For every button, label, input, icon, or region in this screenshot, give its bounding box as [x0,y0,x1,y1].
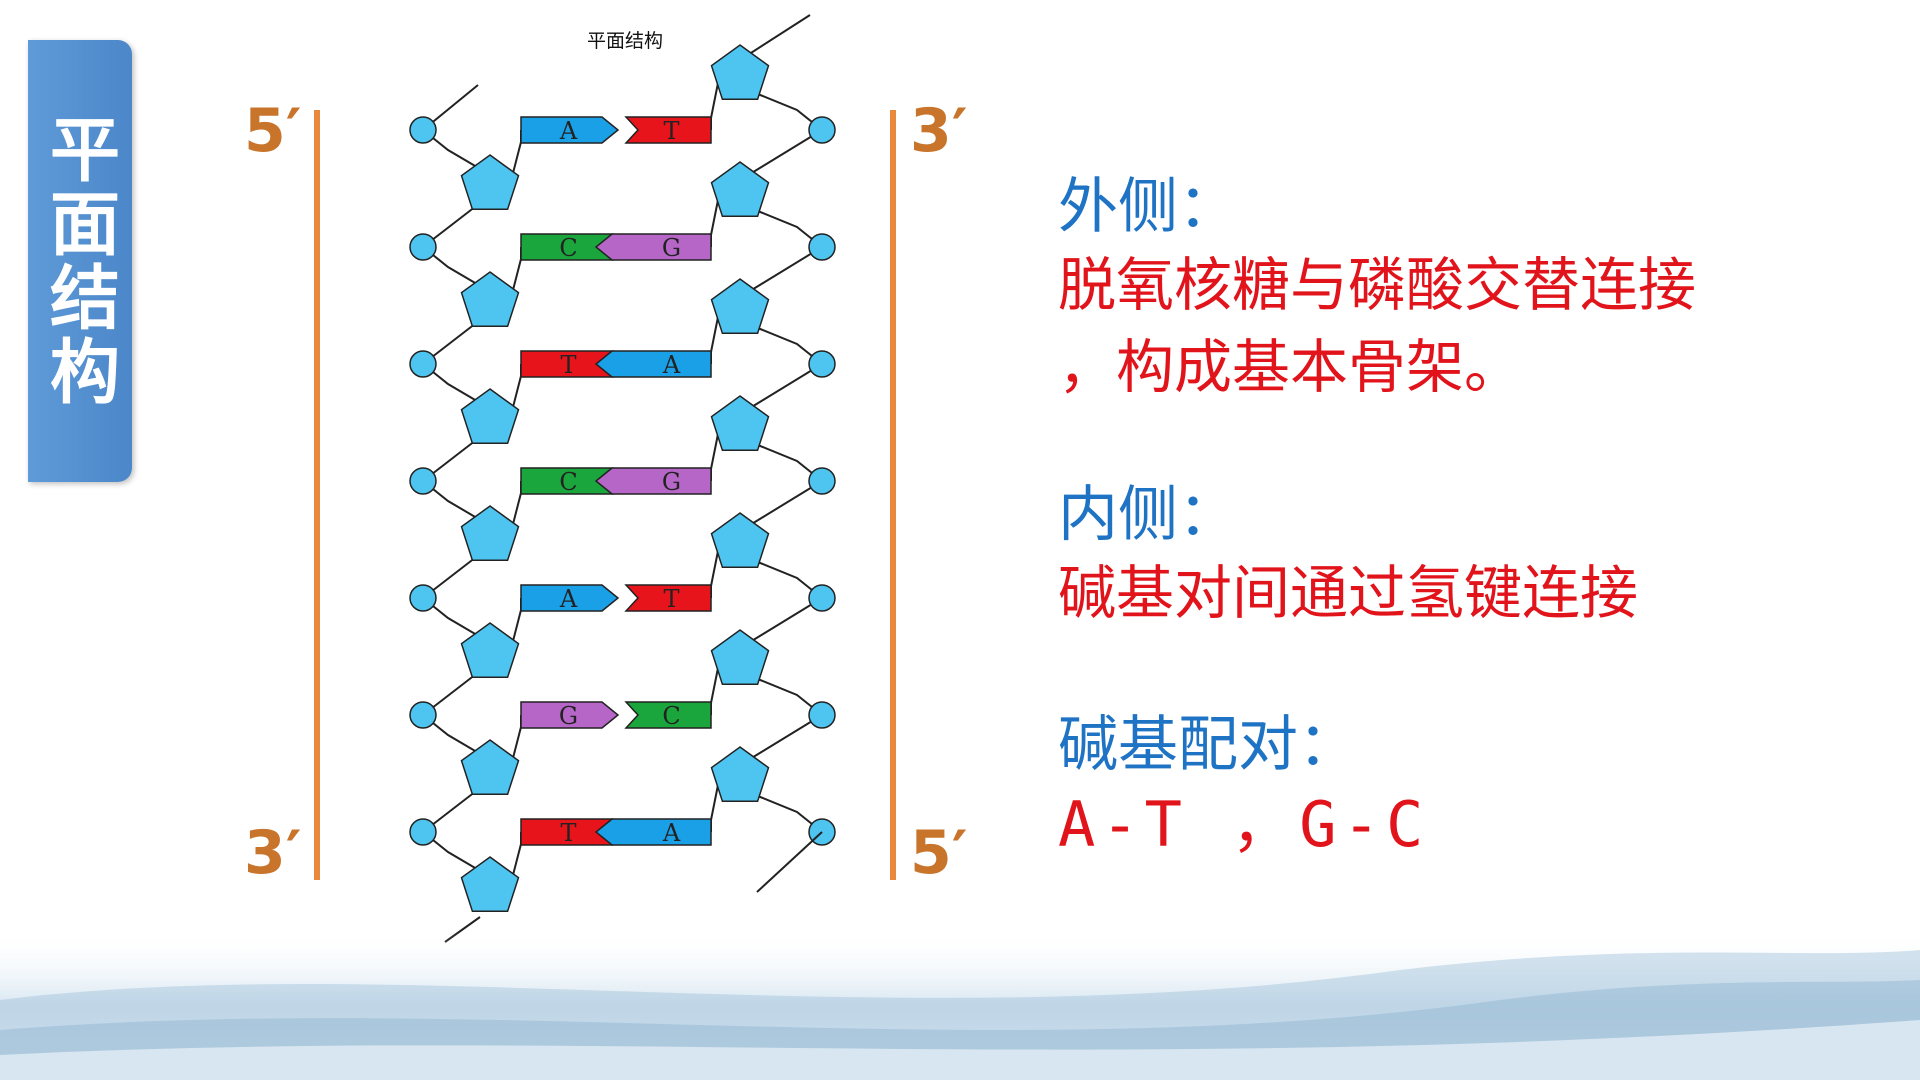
base-label: G [559,702,578,730]
base-label: C [662,702,680,730]
right-sugar-base-link [710,199,719,247]
left-sugar-base-link [511,715,522,763]
deoxyribose-right-icon [710,278,770,335]
left-top-label: 5′ [244,96,302,166]
base-right-C [624,701,712,729]
left-bottom-label: 3′ [244,818,302,888]
phosphate-left-icon [409,350,437,378]
phosphate-left-icon [409,818,437,846]
side-tab: 平面结构 [28,40,132,482]
phosphate-right-icon [808,467,836,495]
base-right-G [594,233,712,261]
phosphate-right-icon [808,233,836,261]
right-sugar-base-link [710,82,719,130]
right-sugar-base-link [710,316,719,364]
base-label: A [559,585,578,613]
outer-heading: 外侧： [1058,172,1238,242]
base-label: C [559,468,577,496]
left-sugar-base-link [511,481,522,529]
left-sugar-base-link [511,130,522,178]
strand-end-top-right [739,14,811,61]
base-label: T [663,117,679,145]
phosphate-right-icon [808,116,836,144]
left-strand-line [314,110,320,880]
base-label: T [560,351,576,379]
right-backbone-link [749,597,823,643]
right-backbone-link [749,480,823,526]
outer-body-line-1: 脱氧核糖与磷酸交替连接 [1058,251,1697,319]
base-label: G [662,234,681,262]
deoxyribose-right-icon [710,44,770,101]
right-backbone-link [749,714,823,760]
pairing-body: A-T ，G-C [1058,788,1430,861]
right-top-label: 3′ [910,96,968,166]
deoxyribose-right-icon [710,629,770,686]
footer-wave-decoration [0,930,1920,1080]
pairing-heading: 碱基配对： [1058,710,1358,780]
phosphate-right-icon [808,584,836,612]
diagram-title: 平面结构 [586,30,663,52]
base-right-A [594,818,712,846]
left-sugar-base-link [511,247,522,295]
phosphate-left-icon [409,584,437,612]
base-label: A [662,351,681,379]
inner-heading: 内侧： [1058,480,1238,550]
deoxyribose-right-icon [710,512,770,569]
phosphate-right-icon [808,701,836,729]
side-tab-label: 平面结构 [38,113,121,409]
deoxyribose-right-icon [710,746,770,803]
right-strand-line [890,110,896,880]
deoxyribose-left-icon [460,622,520,679]
base-left-A [520,584,620,612]
right-sugar-base-link [710,784,719,832]
strand-end-bottom-right [756,831,823,893]
right-sugar-base-link [710,667,719,715]
base-label: A [662,819,681,847]
right-backbone-link [749,246,823,292]
right-bottom-label: 5′ [910,818,968,888]
deoxyribose-left-icon [460,856,520,913]
phosphate-left-icon [409,467,437,495]
right-sugar-base-link [710,433,719,481]
right-sugar-base-link [710,550,719,598]
inner-body: 碱基对间通过氢键连接 [1058,559,1639,627]
left-sugar-base-link [511,598,522,646]
base-right-G [594,467,712,495]
left-sugar-base-link [511,832,522,880]
outer-body-line-2: ，构成基本骨架。 [1058,333,1523,401]
deoxyribose-right-icon [710,161,770,218]
phosphate-left-icon [409,116,437,144]
phosphate-left-icon [409,701,437,729]
base-left-G [520,701,620,729]
phosphate-left-icon [409,233,437,261]
deoxyribose-left-icon [460,271,520,328]
base-label: T [663,585,679,613]
right-backbone-link [749,129,823,175]
deoxyribose-left-icon [460,739,520,796]
base-right-A [594,350,712,378]
base-right-T [624,584,712,612]
deoxyribose-right-icon [710,395,770,452]
base-label: C [559,234,577,262]
base-label: T [560,819,576,847]
base-right-T [624,116,712,144]
phosphate-right-icon [808,350,836,378]
base-left-A [520,116,620,144]
deoxyribose-left-icon [460,388,520,445]
base-label: A [559,117,578,145]
base-label: G [662,468,681,496]
right-backbone-link [749,363,823,409]
left-sugar-base-link [511,364,522,412]
deoxyribose-left-icon [460,505,520,562]
deoxyribose-left-icon [460,154,520,211]
